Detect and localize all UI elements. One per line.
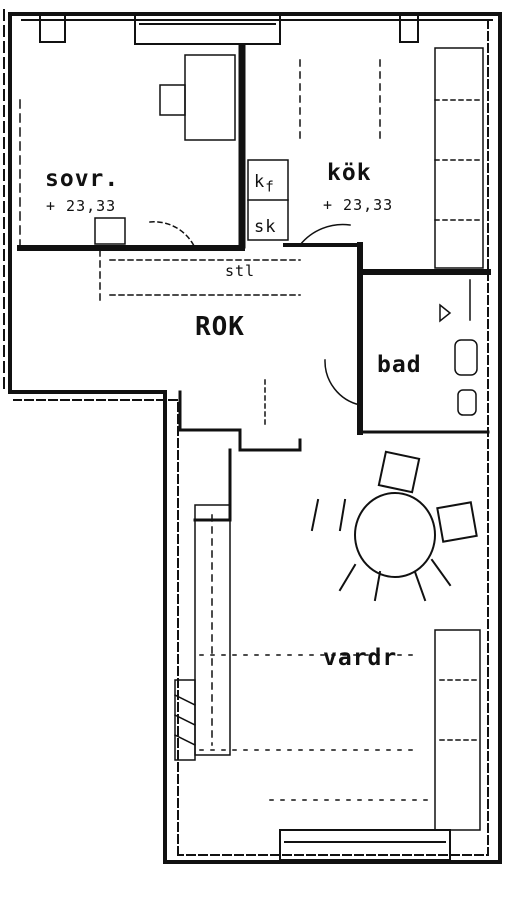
windows [39, 13, 451, 861]
room-label-rok: ROK [195, 312, 245, 342]
dining-table [310, 450, 478, 602]
sovr-elevation: + 23,33 [46, 197, 117, 215]
kf-label: kf [254, 172, 275, 195]
interior-walls [17, 44, 491, 522]
kitchen-cabinets [247, 47, 484, 269]
stl-label: stl [225, 262, 256, 280]
kok-elevation: + 23,33 [323, 196, 394, 214]
living-room-furniture [194, 504, 481, 831]
sk-label: sk [254, 217, 277, 237]
hall-closet [109, 259, 301, 426]
kf-k: k [254, 172, 266, 192]
stairs [173, 679, 197, 761]
room-label-bad: bad [377, 352, 422, 378]
room-label-kok: kök [327, 160, 372, 186]
bedroom-furniture [19, 54, 236, 249]
room-label-vardr: vardr [323, 645, 398, 671]
exterior-walls [3, 9, 502, 864]
door-swings [298, 223, 361, 406]
room-label-sovr: sovr. [45, 166, 120, 192]
bathroom-fixtures [439, 279, 478, 416]
kf-f: f [265, 179, 275, 196]
